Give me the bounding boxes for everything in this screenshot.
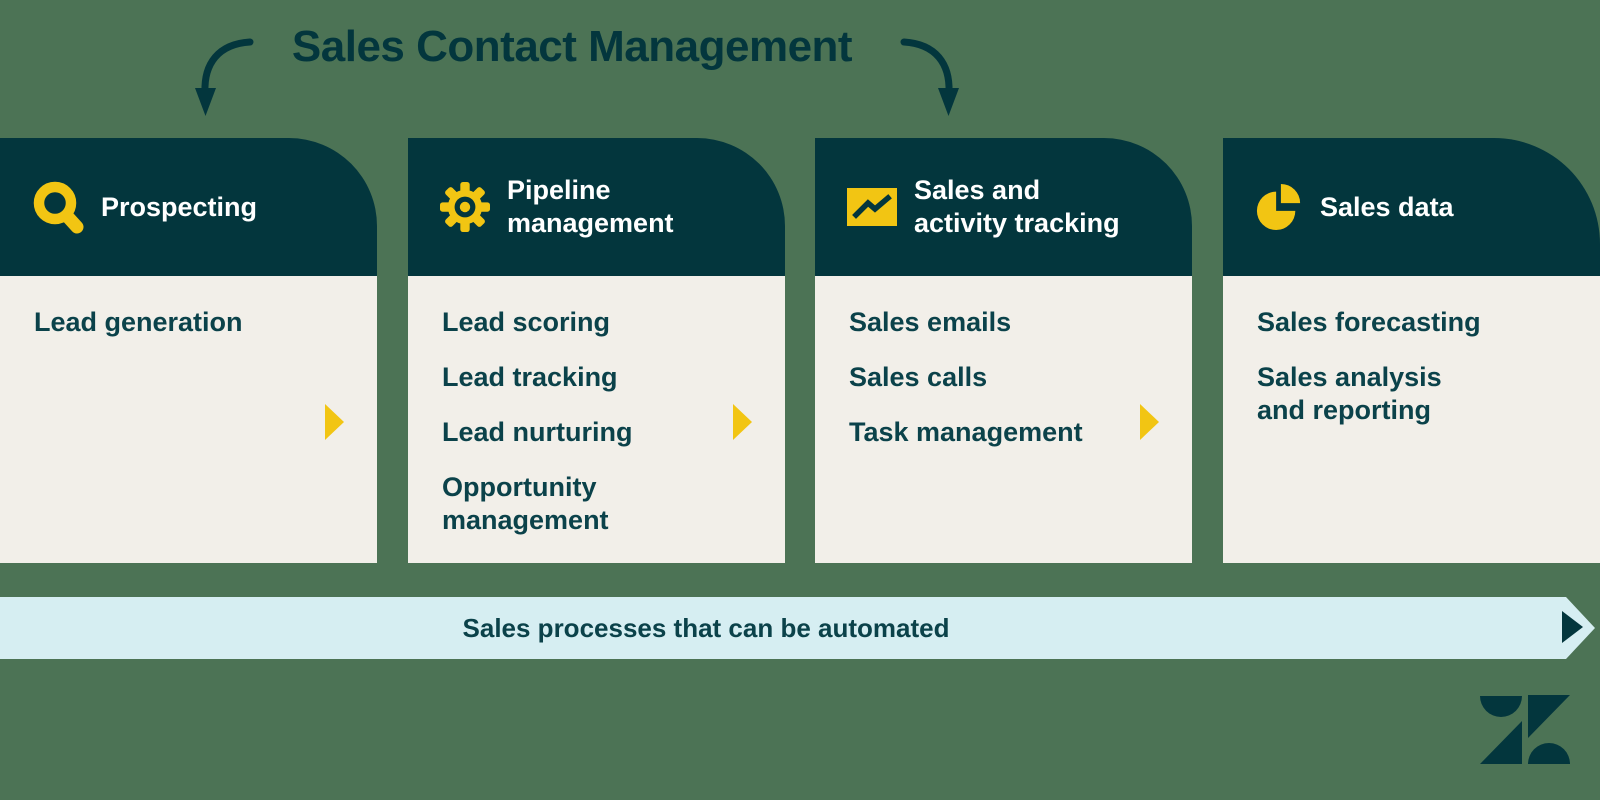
- gear-icon: [440, 182, 490, 232]
- card-title: Sales and activity tracking: [914, 175, 1120, 238]
- card-prospecting-body: Lead generation: [0, 276, 377, 563]
- automation-banner-label: Sales processes that can be automated: [462, 613, 950, 643]
- card-tracking-body: Sales emails Sales calls Task management: [815, 276, 1192, 563]
- curved-arrow-right-icon: [900, 38, 959, 116]
- banner-arrowhead-icon: [1562, 611, 1583, 643]
- page-title: Sales Contact Management: [291, 22, 853, 71]
- next-step-arrow-icon: [1140, 404, 1159, 440]
- list-item: Opportunity management: [442, 472, 609, 535]
- card-title: Prospecting: [101, 191, 258, 222]
- list-item: Lead nurturing: [442, 417, 633, 447]
- card-title: Pipeline management: [507, 175, 674, 238]
- list-item: Sales emails: [849, 307, 1012, 337]
- magnifier-icon: [33, 181, 84, 234]
- card-pipeline-body: Lead scoring Lead tracking Lead nurturin…: [408, 276, 785, 563]
- card-sales-data-header: Sales data: [1223, 138, 1600, 276]
- card-title: Sales data: [1320, 191, 1454, 222]
- zendesk-logo: [1480, 695, 1570, 764]
- card-sales-activity-tracking: Sales and activity tracking Sales emails…: [815, 138, 1192, 563]
- list-item: Lead tracking: [442, 362, 618, 392]
- curved-arrow-left-icon: [195, 38, 254, 116]
- list-item: Sales calls: [849, 362, 988, 392]
- card-pipeline-management: Pipeline management Lead scoring Lead tr…: [408, 138, 785, 563]
- next-step-arrow-icon: [325, 404, 344, 440]
- card-sales-data-body: Sales forecasting Sales analysis and rep…: [1223, 276, 1600, 563]
- list-item: Sales analysis and reporting: [1257, 362, 1442, 425]
- pie-chart-icon: [1256, 183, 1301, 231]
- list-item: Task management: [849, 417, 1083, 447]
- card-prospecting: Prospecting Lead generation: [0, 138, 377, 563]
- trend-chart-icon: [847, 188, 897, 226]
- automation-banner: Sales processes that can be automated: [0, 597, 1566, 659]
- card-tracking-header: Sales and activity tracking: [815, 138, 1192, 276]
- card-prospecting-header: Prospecting: [0, 138, 377, 276]
- next-step-arrow-icon: [733, 404, 752, 440]
- list-item: Lead scoring: [442, 307, 611, 337]
- card-sales-data: Sales data Sales forecasting Sales analy…: [1223, 138, 1600, 563]
- card-pipeline-header: Pipeline management: [408, 138, 785, 276]
- list-item: Lead generation: [34, 307, 243, 337]
- list-item: Sales forecasting: [1257, 307, 1481, 337]
